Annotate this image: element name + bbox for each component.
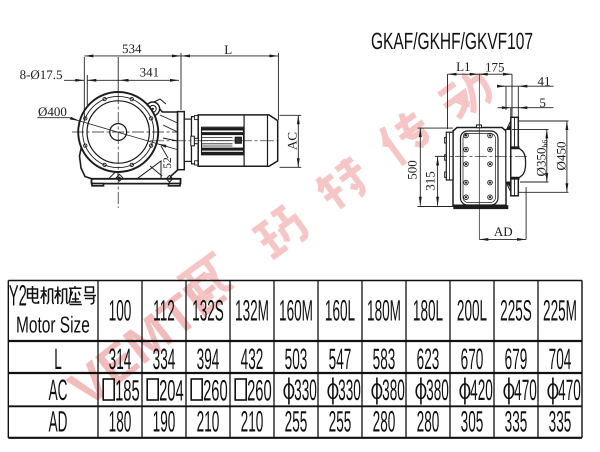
svg-text:583: 583: [373, 343, 396, 376]
svg-text:225S: 225S: [500, 295, 532, 328]
svg-text:225M: 225M: [543, 295, 577, 328]
svg-text:432: 432: [241, 343, 264, 376]
svg-text:470: 470: [514, 374, 537, 407]
svg-text:L: L: [54, 343, 62, 376]
svg-text:260: 260: [247, 375, 272, 408]
svg-text:L: L: [224, 42, 232, 57]
svg-text:394: 394: [197, 343, 220, 376]
svg-text:AC: AC: [49, 374, 68, 407]
svg-text:180M: 180M: [367, 295, 401, 328]
svg-text:335: 335: [549, 406, 572, 439]
svg-text:AC: AC: [285, 132, 300, 150]
svg-text:670: 670: [461, 343, 484, 376]
svg-text:330: 330: [294, 374, 317, 407]
svg-text:8-Ø17.5: 8-Ø17.5: [20, 67, 63, 82]
svg-text:380: 380: [382, 374, 405, 407]
svg-text:335: 335: [505, 406, 528, 439]
svg-text:330: 330: [338, 374, 361, 407]
svg-text:305: 305: [461, 406, 484, 439]
svg-text:255: 255: [329, 406, 352, 439]
svg-text:200L: 200L: [457, 295, 487, 328]
svg-text:L1: L1: [456, 59, 470, 74]
svg-text:132M: 132M: [235, 295, 269, 328]
svg-text:5: 5: [539, 95, 546, 110]
svg-text:623: 623: [417, 343, 440, 376]
svg-text:500: 500: [404, 160, 419, 180]
svg-text:160M: 160M: [279, 295, 313, 328]
svg-text:Ø400: Ø400: [38, 104, 67, 119]
svg-text:52: 52: [162, 157, 174, 169]
svg-text:260: 260: [203, 375, 228, 408]
svg-text:255: 255: [285, 406, 308, 439]
svg-text:704: 704: [549, 343, 572, 376]
svg-text:679: 679: [505, 343, 528, 376]
svg-text:Ø450: Ø450: [553, 142, 568, 171]
svg-text:380: 380: [426, 374, 449, 407]
svg-text:160L: 160L: [325, 295, 355, 328]
svg-text:503: 503: [285, 343, 308, 376]
svg-text:100: 100: [109, 295, 132, 328]
svg-text:175: 175: [485, 60, 505, 75]
svg-text:420: 420: [470, 374, 493, 407]
svg-text:280: 280: [373, 406, 396, 439]
svg-text:AD: AD: [49, 406, 68, 439]
svg-text:204: 204: [159, 375, 184, 408]
svg-text:180L: 180L: [413, 295, 443, 328]
svg-text:470: 470: [558, 374, 581, 407]
svg-text:210: 210: [197, 406, 220, 439]
svg-text:190: 190: [153, 406, 176, 439]
svg-text:341: 341: [140, 65, 160, 80]
svg-text:41: 41: [538, 74, 551, 89]
svg-text:280: 280: [417, 406, 440, 439]
svg-text:Y2: Y2: [9, 280, 27, 313]
svg-text:AD: AD: [494, 224, 513, 239]
svg-text:210: 210: [241, 406, 264, 439]
svg-text:GKAF/GKHF/GKVF107: GKAF/GKHF/GKVF107: [371, 28, 533, 54]
svg-text:180: 180: [109, 406, 132, 439]
svg-text:315: 315: [422, 171, 437, 191]
svg-text:334: 334: [153, 343, 176, 376]
svg-text:Ø350h6: Ø350h6: [533, 140, 549, 177]
svg-text:314: 314: [109, 343, 132, 376]
svg-text:547: 547: [329, 343, 352, 376]
svg-text:132S: 132S: [192, 295, 224, 328]
svg-text:185: 185: [115, 375, 140, 408]
svg-text:Motor Size: Motor Size: [16, 312, 90, 338]
svg-text:112: 112: [153, 295, 175, 328]
svg-text:534: 534: [122, 41, 142, 56]
